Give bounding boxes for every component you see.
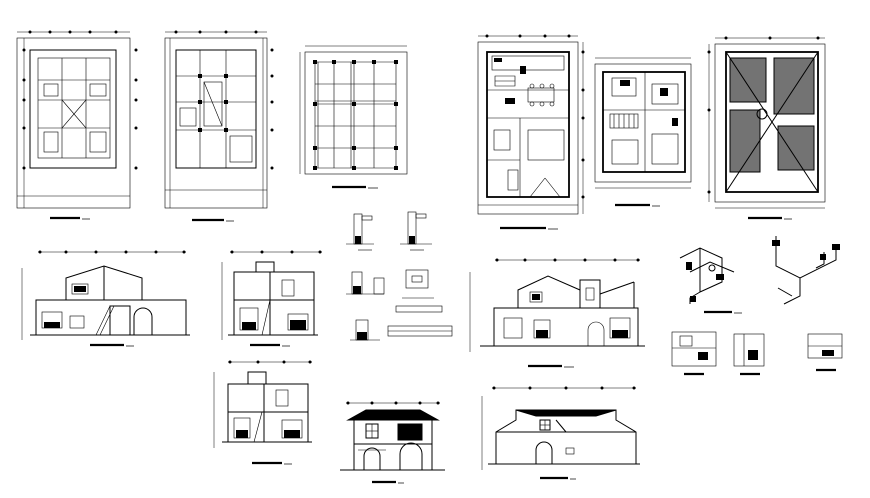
ground-floor-plan	[477, 34, 585, 230]
structure-plan	[164, 30, 274, 222]
section-c	[469, 258, 645, 368]
first-floor-plan	[594, 57, 692, 207]
rear-elevation	[481, 386, 640, 480]
front-elevation	[340, 401, 445, 484]
section-d	[213, 360, 312, 465]
construction-details	[346, 211, 453, 341]
foundation-plan	[16, 30, 138, 220]
section-a	[21, 250, 190, 347]
roof-plan	[707, 36, 826, 220]
plumbing-isometric	[679, 236, 840, 314]
plumbing-details	[671, 331, 843, 376]
section-b	[221, 250, 322, 347]
column-grid-plan	[299, 45, 408, 189]
